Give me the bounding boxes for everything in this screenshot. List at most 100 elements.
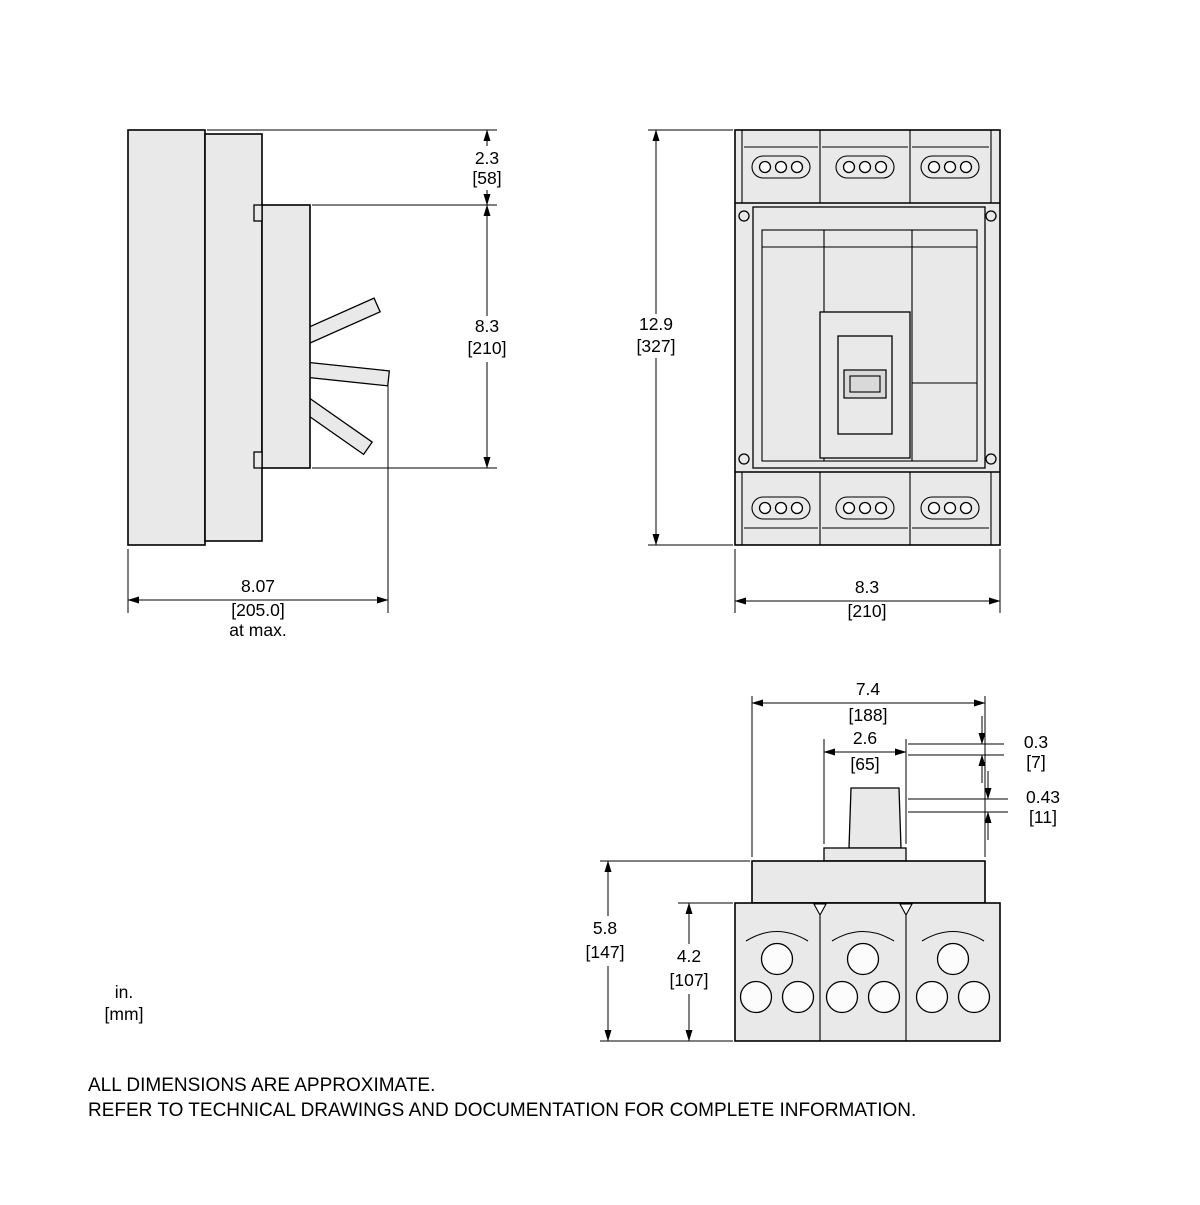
lug-cluster [835,496,895,520]
dim-text-mm: [327] [637,336,676,356]
terminal-hole [936,942,970,976]
lug-slot [835,155,895,179]
dim-side-depth: 8.07 [205.0] at max. [127,382,389,640]
lug-hole [758,160,772,174]
footer-line1: ALL DIMENSIONS ARE APPROXIMATE. [88,1075,435,1096]
lug-cluster [751,496,811,520]
dim-front-width: 8.3 [210] [734,549,1001,621]
dim-text-in: 5.8 [593,918,617,938]
terminal-hole [915,980,949,1014]
dim-handle-offset: 0.3 [7] [908,716,1048,783]
dim-text-mm: [210] [848,601,887,621]
body-face [751,860,986,904]
side-cover [261,204,311,469]
lug-hole [774,160,788,174]
lug-hole [927,160,941,174]
front-view: 12.9 [327] 8.3 [210] [637,129,1001,621]
dim-text-in: 2.6 [853,728,877,748]
dim-text-in: 12.9 [639,314,673,334]
handle-base-plate [823,847,907,862]
dim-text-in: 8.3 [855,577,879,597]
lug-hole [959,160,973,174]
lug-hole [874,160,888,174]
dim-bottom-depth: 5.8 [147] [586,860,750,1042]
toggle-handle [843,369,887,399]
dim-text-mm: [205.0] [231,600,285,620]
dim-side-handle-clearance: 2.3 [58] [207,129,502,206]
footer-note: ALL DIMENSIONS ARE APPROXIMATE. REFER TO… [88,1075,916,1121]
top-terminals [741,130,992,203]
dim-text-mm: [11] [1029,807,1057,827]
mounting-screw [985,453,997,465]
lug-hole [790,160,804,174]
dim-text-note: at max. [229,620,286,640]
bottom-view: 7.4 [188] 2.6 [65] 0.3 [7] 0.43 [11] [586,679,1060,1042]
lug-slot [751,155,811,179]
toggle-handle-grip [849,375,881,393]
terminal-block [825,931,901,1014]
units-note: in. [mm] [105,982,144,1024]
dim-text-in: 0.43 [1026,787,1060,807]
terminal-hole [867,980,901,1014]
terminal-hole [825,980,859,1014]
side-cover-notch-bottom [253,451,263,469]
mounting-screw [985,210,997,222]
dim-text-mm: [210] [468,338,507,358]
terminal-hole [760,942,794,976]
lug-slot [920,155,980,179]
terminal-block [915,931,991,1014]
dim-text-in: 8.3 [475,316,499,336]
bottom-view-body [734,787,1001,1042]
dim-text-in: 7.4 [856,679,881,699]
mounting-screw [738,210,750,222]
lug-hole [927,501,941,515]
side-cover-notch-top [253,204,263,222]
lug-cluster [835,155,895,179]
dim-text-in: 0.3 [1024,732,1048,752]
lug-hole [790,501,804,515]
clamp-arc [745,931,809,942]
bottom-terminals [741,472,992,545]
lug-hole [842,501,856,515]
terminal-hole [957,980,991,1014]
side-handle-positions [298,297,391,456]
dim-bottom-width: 7.4 [188] [751,679,986,857]
handle-position-up [300,297,381,346]
lug-cluster [751,155,811,179]
dim-text-mm: [58] [472,168,501,188]
side-view: 2.3 [58] 8.3 [210] 8.07 [205.0] at max. [127,129,507,640]
clamp-arc [831,931,895,942]
lug-hole [858,160,872,174]
footer-line2: REFER TO TECHNICAL DRAWINGS AND DOCUMENT… [88,1100,916,1121]
clamp-arc [921,931,985,942]
lug-hole [842,160,856,174]
lug-hole [858,501,872,515]
divider-notch [899,903,913,917]
lug-hole [943,160,957,174]
lug-hole [959,501,973,515]
dim-text-mm: [107] [670,970,709,990]
dim-text-in: 8.07 [241,576,275,596]
front-face [738,206,997,469]
dim-side-body-height: 8.3 [210] [312,204,507,469]
lug-slot [751,496,811,520]
dim-text-mm: [65] [850,754,879,774]
side-body-mid [204,133,263,542]
terminal-block [739,931,815,1014]
lug-hole [943,501,957,515]
dim-text-mm: [7] [1026,752,1045,772]
handle-position-center [302,361,391,387]
mounting-screw [738,453,750,465]
lug-hole [774,501,788,515]
units-note-line2: [mm] [105,1004,144,1024]
lug-hole [758,501,772,515]
lug-slot [835,496,895,520]
side-body-base [127,129,206,546]
side-view-body [127,129,391,546]
terminal-hole [739,980,773,1014]
lug-hole [874,501,888,515]
terminal-hole [846,942,880,976]
dim-text-mm: [147] [586,942,625,962]
